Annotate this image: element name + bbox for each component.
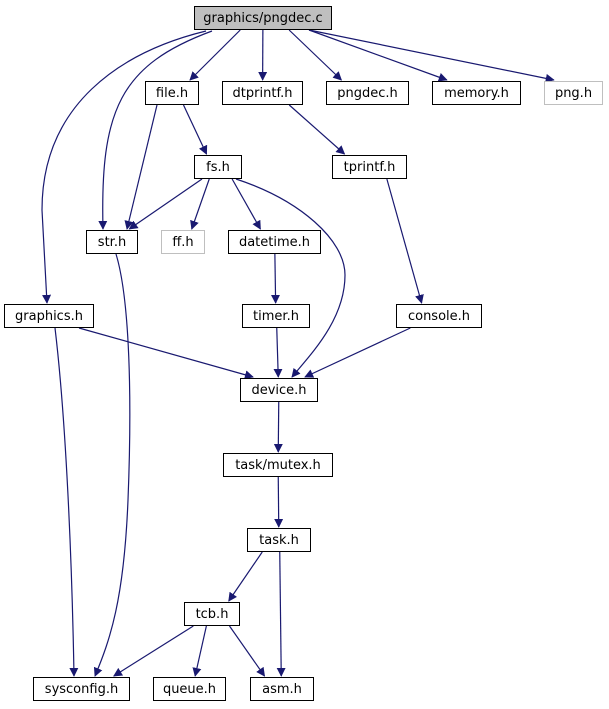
node-str-h[interactable]: str.h [86, 230, 138, 254]
edge-graphics-h-to-device-h [78, 327, 254, 380]
node-datetime-h[interactable]: datetime.h [228, 230, 321, 254]
edge-device-h-to-task-mutex-h [273, 401, 283, 453]
edge-fs-h-to-str-h [128, 178, 203, 230]
edge-file-h-to-str-h [124, 104, 158, 230]
node-sysconfig-h[interactable]: sysconfig.h [33, 677, 130, 701]
edge-timer-h-to-device-h [273, 327, 283, 378]
node-dtprintf-h[interactable]: dtprintf.h [222, 81, 303, 105]
node-tcb-h[interactable]: tcb.h [184, 602, 240, 626]
edge-task-h-to-asm-h [276, 551, 286, 677]
node-tprintf-h[interactable]: tprintf.h [332, 155, 407, 179]
node-png-h: png.h [544, 81, 603, 105]
edge-pngdec-c-to-memory-h [308, 29, 448, 82]
edge-fs-h-to-datetime-h [231, 178, 261, 230]
edge-task-h-to-tcb-h [228, 551, 263, 602]
node-ff-h: ff.h [161, 230, 205, 254]
node-console-h[interactable]: console.h [396, 304, 482, 328]
node-task-mutex-h[interactable]: task/mutex.h [223, 453, 333, 477]
edge-graphics-h-to-sysconfig-h [54, 327, 79, 677]
node-memory-h[interactable]: memory.h [432, 81, 521, 105]
edge-pngdec-c-to-file-h [189, 29, 241, 81]
node-file-h[interactable]: file.h [145, 81, 199, 105]
edge-pngdec-c-to-png-h [308, 29, 555, 83]
node-graphics-h[interactable]: graphics.h [4, 304, 94, 328]
node-fs-h[interactable]: fs.h [194, 155, 242, 179]
edge-pngdec-c-to-graphics-h [41, 30, 207, 304]
node-timer-h[interactable]: timer.h [242, 304, 310, 328]
edge-dtprintf-h-to-tprintf-h [288, 104, 346, 155]
edge-datetime-h-to-timer-h [271, 253, 281, 304]
node-queue-h[interactable]: queue.h [153, 677, 226, 701]
edge-pngdec-c-to-str-h [98, 30, 213, 230]
edge-fs-h-to-ff-h [190, 178, 210, 230]
edge-tcb-h-to-asm-h [229, 625, 266, 677]
edge-pngdec-c-to-pngdec-h [288, 29, 343, 81]
edge-console-h-to-device-h [304, 327, 411, 378]
node-device-h[interactable]: device.h [240, 378, 318, 402]
edge-str-h-to-sysconfig-h [93, 253, 131, 677]
edge-tcb-h-to-queue-h [192, 625, 207, 677]
edge-task-mutex-h-to-task-h [274, 476, 284, 528]
node-task-h[interactable]: task.h [247, 528, 311, 552]
node-pngdec-h[interactable]: pngdec.h [326, 81, 409, 105]
edge-file-h-to-fs-h [182, 104, 208, 155]
node-pngdec-c: graphics/pngdec.c [194, 6, 332, 30]
edge-fs-h-to-device-h [235, 178, 346, 378]
node-asm-h[interactable]: asm.h [250, 677, 314, 701]
edge-tcb-h-to-sysconfig-h [113, 625, 194, 677]
edge-tprintf-h-to-console-h [386, 178, 424, 304]
